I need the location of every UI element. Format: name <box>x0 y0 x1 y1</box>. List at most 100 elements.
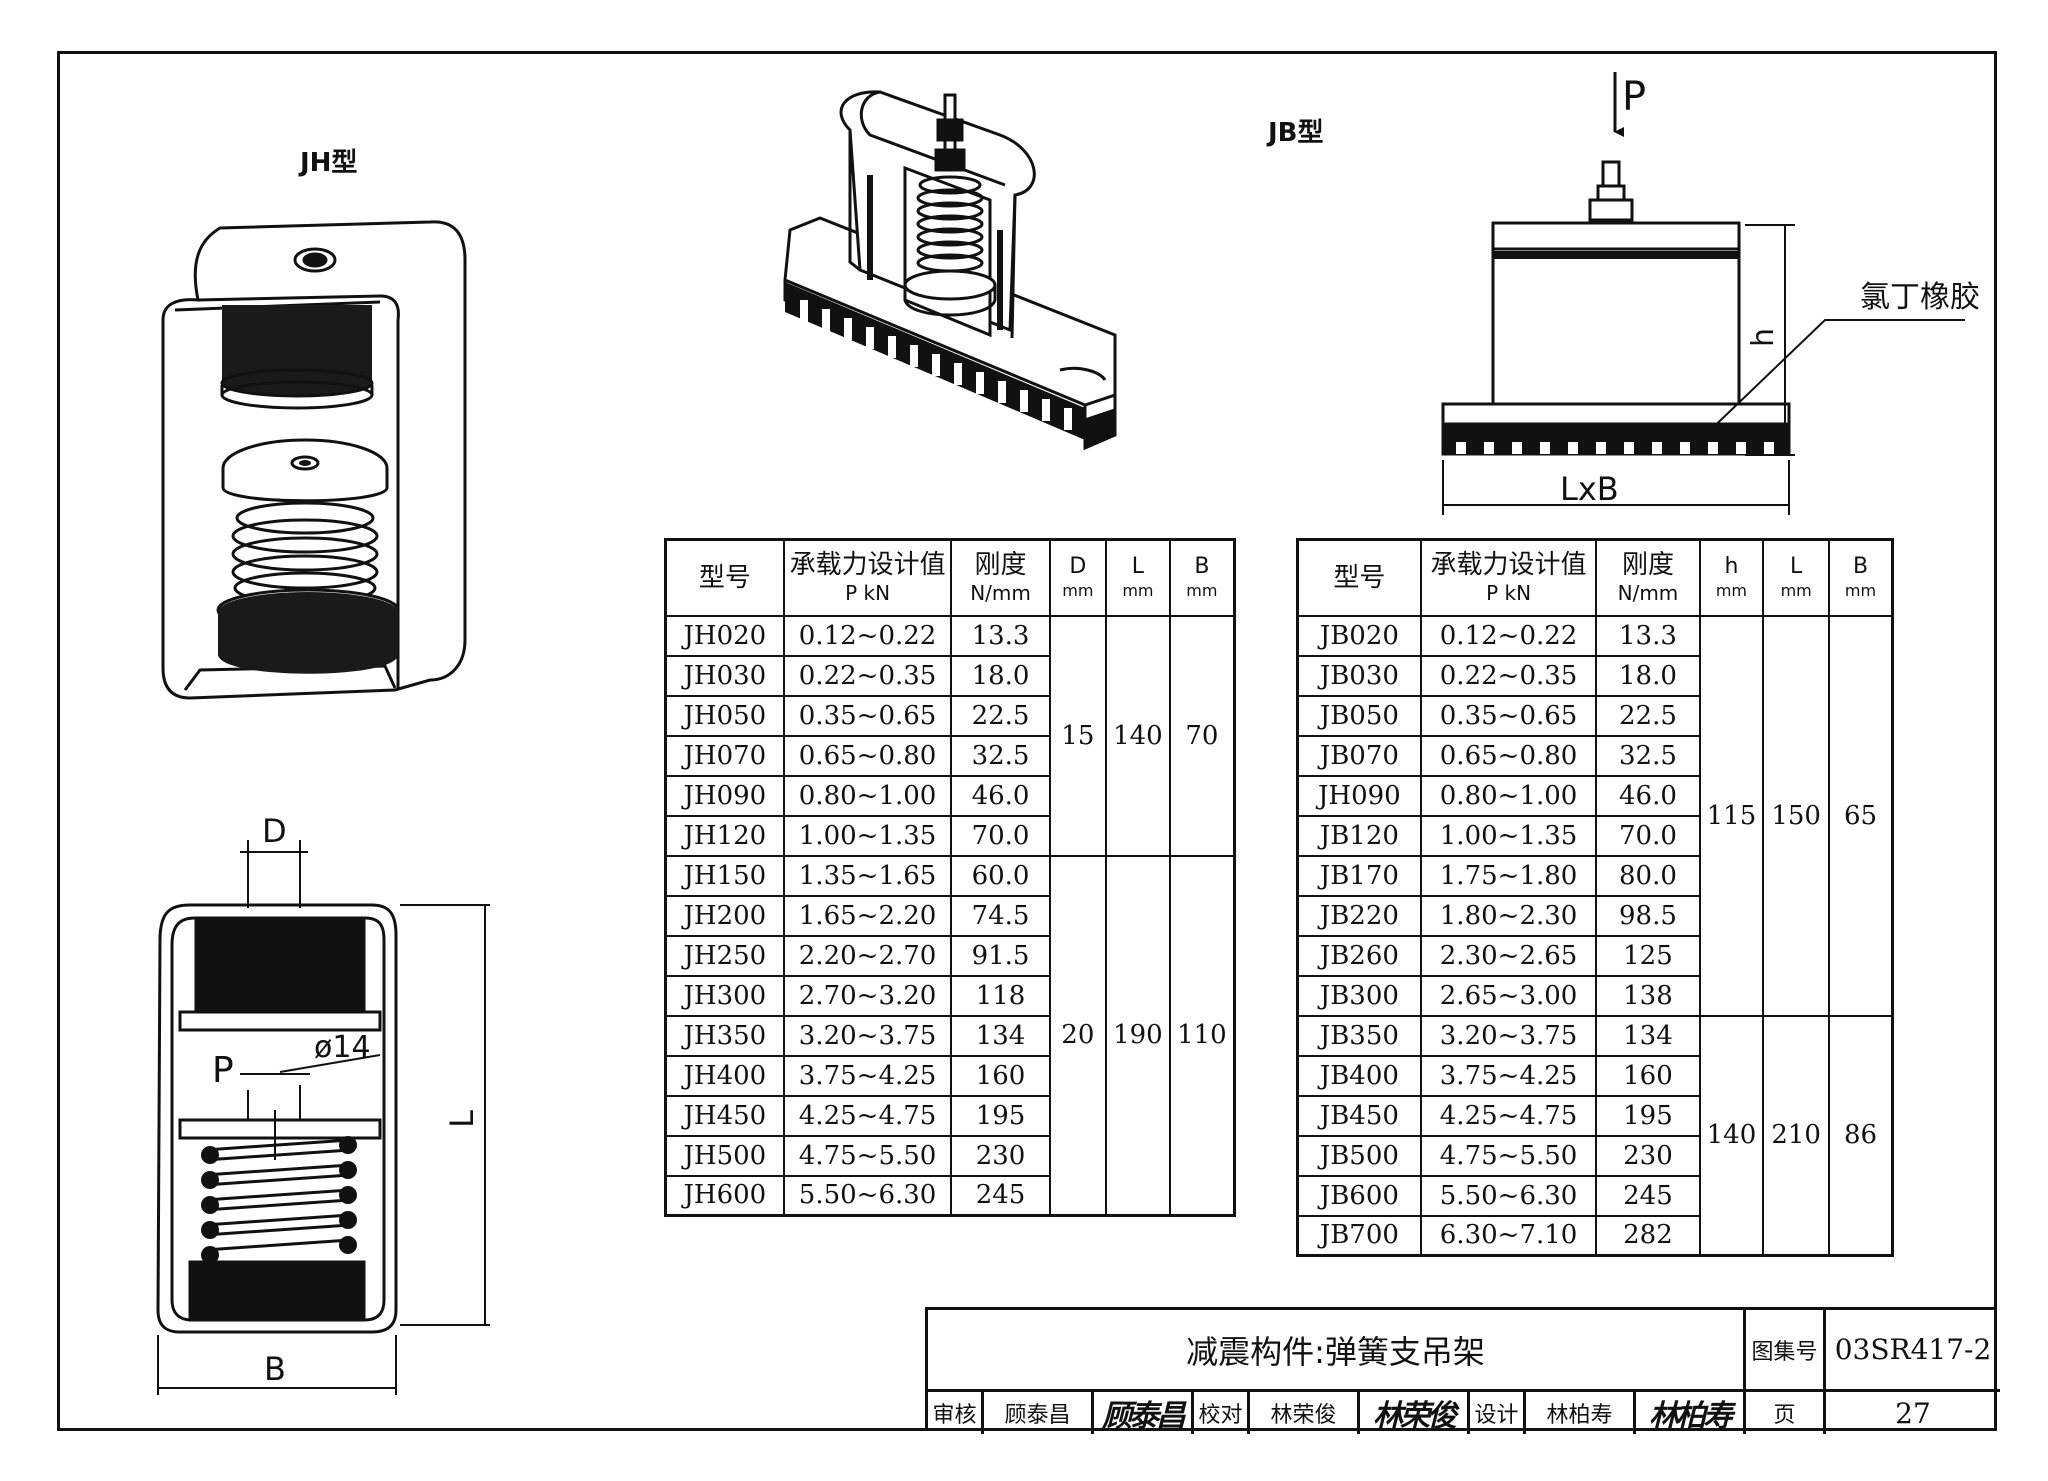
jb-iso-view <box>783 90 1117 451</box>
cell-stiff: 118 <box>950 974 1051 1017</box>
cell-stiff: 160 <box>1595 1054 1701 1097</box>
cell-group-h: 115 <box>1698 614 1765 1017</box>
cell-stiff: 125 <box>1595 934 1701 977</box>
cell-load: 5.50~6.30 <box>1419 1174 1598 1217</box>
cell-load: 2.65~3.00 <box>1419 974 1598 1017</box>
cell-load: 3.20~3.75 <box>782 1014 953 1057</box>
cell-model: JB120 <box>1296 814 1422 857</box>
load-arrow-label: P <box>1622 74 1647 120</box>
cell-load: 0.65~0.80 <box>1419 734 1598 777</box>
dim-d-label: D <box>262 812 287 850</box>
drawing-frame <box>57 51 1997 1431</box>
cell-model: JB050 <box>1296 694 1422 737</box>
design-signature: 林柏寿 <box>1636 1392 1746 1434</box>
review-signature: 顾泰昌 <box>1094 1392 1194 1434</box>
cell-model: JH600 <box>664 1174 785 1217</box>
cell-load: 0.80~1.00 <box>782 774 953 817</box>
cell-load: 0.12~0.22 <box>782 614 953 657</box>
cell-model: JH030 <box>664 654 785 697</box>
cell-model: JH070 <box>664 734 785 777</box>
review-name: 顾泰昌 <box>984 1392 1094 1434</box>
atlas-label: 图集号 <box>1746 1310 1826 1392</box>
cell-load: 0.80~1.00 <box>1419 774 1598 817</box>
drawing-title: 减震构件:弹簧支吊架 <box>928 1310 1746 1392</box>
cell-group-l: 140 <box>1105 614 1171 857</box>
cell-stiff: 22.5 <box>1595 694 1701 737</box>
jh-iso-view <box>161 220 467 700</box>
cell-group-l: 210 <box>1762 1014 1831 1257</box>
cell-load: 0.65~0.80 <box>782 734 953 777</box>
cell-load: 4.25~4.75 <box>1419 1094 1598 1137</box>
column-header-model: 型号 <box>1296 538 1422 617</box>
cell-stiff: 195 <box>1595 1094 1701 1137</box>
cell-load: 1.00~1.35 <box>782 814 953 857</box>
rubber-note-label: 氯丁橡胶 <box>1860 280 1980 315</box>
cell-stiff: 22.5 <box>950 694 1051 737</box>
cell-model: JB070 <box>1296 734 1422 777</box>
cell-model: JB170 <box>1296 854 1422 897</box>
cell-stiff: 80.0 <box>1595 854 1701 897</box>
jh-elevation <box>156 840 490 1395</box>
dim-lxb-label: LxB <box>1560 470 1619 508</box>
cell-model: JB450 <box>1296 1094 1422 1137</box>
cell-stiff: 98.5 <box>1595 894 1701 937</box>
cell-load: 2.20~2.70 <box>782 934 953 977</box>
cell-group-d: 15 <box>1048 614 1108 857</box>
page-number: 27 <box>1895 1396 1931 1430</box>
cell-model: JB220 <box>1296 894 1422 937</box>
cell-model: JH250 <box>664 934 785 977</box>
cell-load: 0.35~0.65 <box>1419 694 1598 737</box>
review-label: 审核 <box>928 1392 984 1434</box>
cell-stiff: 230 <box>950 1134 1051 1177</box>
page-label: 页 <box>1746 1392 1826 1434</box>
cell-stiff: 32.5 <box>1595 734 1701 777</box>
jh-type-label: JH型 <box>300 148 358 178</box>
cell-load: 0.35~0.65 <box>782 694 953 737</box>
cell-model: JB500 <box>1296 1134 1422 1177</box>
cell-model: JB020 <box>1296 614 1422 657</box>
check-name: 林荣俊 <box>1250 1392 1360 1434</box>
cell-group-l: 190 <box>1105 854 1171 1217</box>
cell-load: 0.22~0.35 <box>1419 654 1598 697</box>
cell-stiff: 13.3 <box>950 614 1051 657</box>
cell-model: JH300 <box>664 974 785 1017</box>
cell-model: JB350 <box>1296 1014 1422 1057</box>
cell-model: JB700 <box>1296 1214 1422 1257</box>
dim-p-label: P <box>212 1050 234 1091</box>
cell-model: JH500 <box>664 1134 785 1177</box>
cell-group-b: 65 <box>1828 614 1894 1017</box>
cell-stiff: 134 <box>950 1014 1051 1057</box>
dim-h-label: h <box>1746 327 1782 348</box>
jb-type-label: JB型 <box>1268 118 1324 148</box>
dim-l-label: L <box>442 1110 481 1128</box>
cell-stiff: 160 <box>950 1054 1051 1097</box>
dim-phi14-label: ø14 <box>314 1030 371 1065</box>
cell-model: JH150 <box>664 854 785 897</box>
